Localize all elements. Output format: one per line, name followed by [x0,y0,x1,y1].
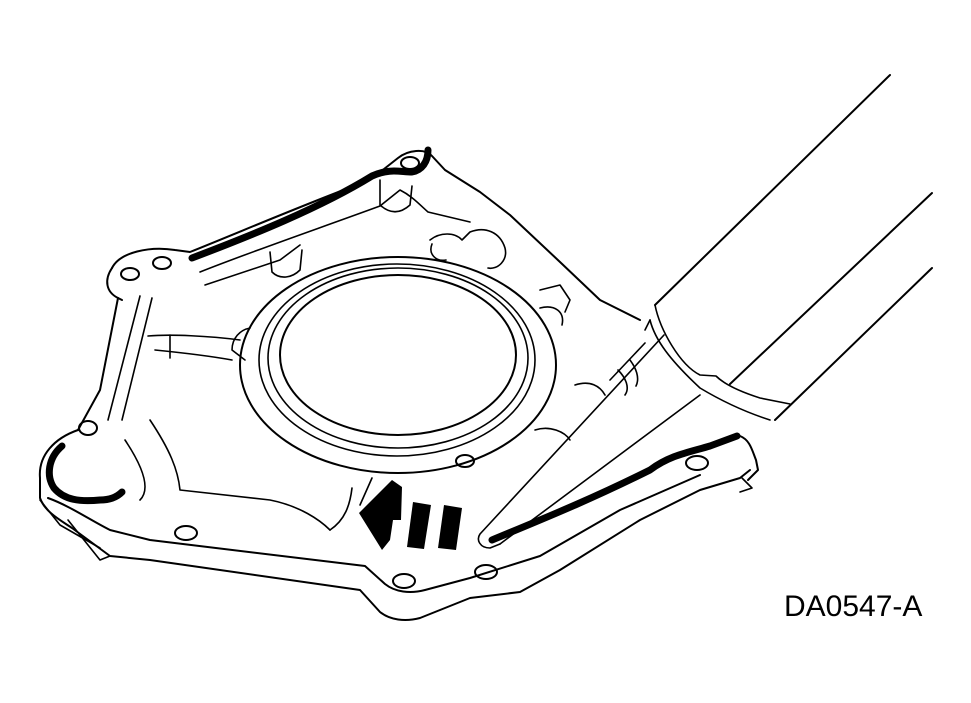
bolt-hole-4 [78,420,98,436]
bolt-hole-5 [174,525,198,541]
figure-label: DA0547-A [784,590,923,623]
bolt-hole-9 [685,455,709,471]
bolt-hole-2 [152,256,172,270]
bolt-hole-1 [120,267,140,281]
retainer-plate [38,150,759,621]
bolt-hole-8 [455,454,475,468]
seal-bore [231,256,564,474]
bolt-hole-6 [392,573,416,589]
sealant-tube [477,74,933,549]
bolt-hole-7 [474,564,498,580]
bolt-holes [78,156,709,589]
sealant-bead [45,146,741,544]
direction-arrow [359,480,462,550]
